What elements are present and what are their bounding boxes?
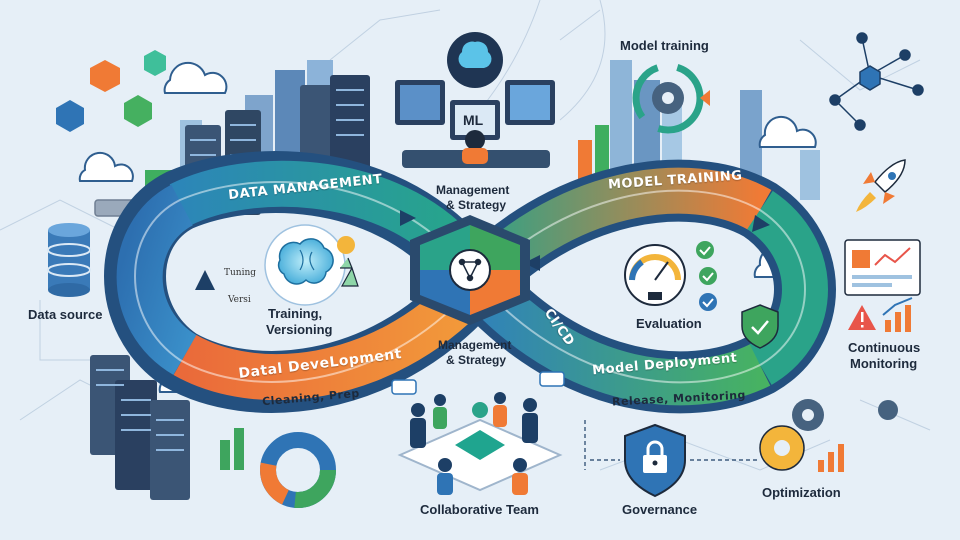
training-label-line1: Training, (268, 306, 323, 321)
evaluation-label: Evaluation (636, 316, 702, 331)
versioning-short-label: Versi (228, 295, 251, 305)
tuning-label: Tuning (224, 268, 257, 278)
management-strategy-top-line1: Management (436, 183, 510, 197)
management-strategy-mid-line1: Management (438, 338, 512, 352)
bar-chart-icon (220, 428, 244, 470)
hexagon-icons (56, 50, 166, 132)
governance-label: Governance (622, 502, 698, 517)
continuous-monitoring-line2: Monitoring (850, 356, 918, 371)
continuous-monitoring-line1: Continuous (848, 340, 921, 355)
collaborative-team-label: Collaborative Team (420, 502, 539, 517)
server-racks-bottom (90, 355, 190, 500)
connector-lines (584, 420, 760, 470)
optimization-gears-icon (759, 399, 898, 472)
model-training-title: Model training (620, 38, 709, 53)
model-training-gear-icon (632, 62, 710, 134)
shield-icon (741, 304, 779, 349)
database-icon (47, 223, 91, 297)
donut-chart-icon (260, 432, 336, 508)
dashboard-icon (844, 239, 921, 296)
evaluation-gauge-icon (624, 241, 717, 311)
warning-icon (848, 297, 913, 332)
brain-icon (264, 224, 359, 306)
rocket-icon (856, 159, 906, 212)
data-source-label: Data source (28, 307, 103, 322)
management-strategy-top-line2: & Strategy (446, 198, 507, 212)
center-hub (410, 215, 530, 325)
governance-shield-icon (624, 423, 686, 498)
management-strategy-mid-line2: & Strategy (446, 353, 507, 367)
team-table-illustration (391, 371, 565, 495)
network-graph-icon (829, 32, 924, 131)
optimization-label: Optimization (762, 485, 841, 500)
ml-workstation (395, 32, 555, 168)
ml-monitor-label: ML (463, 112, 484, 128)
training-label-line2: Versioning (266, 322, 333, 337)
